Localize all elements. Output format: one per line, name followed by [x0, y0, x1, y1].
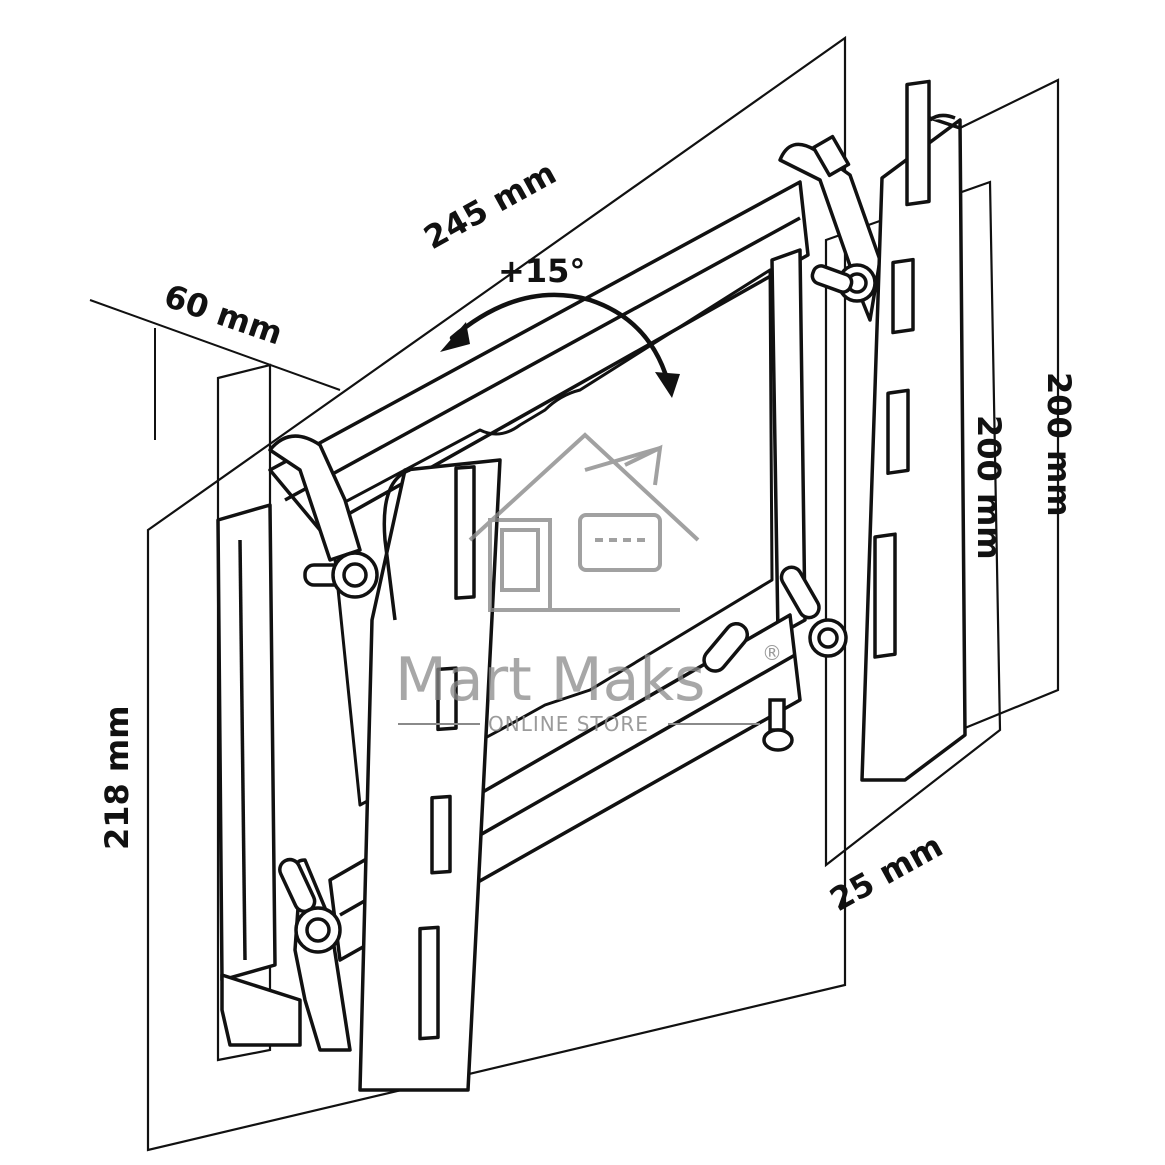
right-lower-arm — [762, 565, 848, 752]
dimension-label-60mm: 60 mm — [159, 277, 287, 353]
wall-plane — [146, 35, 847, 1152]
depth-plane — [216, 363, 272, 1062]
bottom-rail-slot — [702, 621, 750, 673]
depth-dimension-lines — [89, 299, 341, 440]
plate-inner-outline — [328, 268, 774, 807]
left-lower-knob — [278, 857, 342, 954]
left-vesa-arm — [220, 434, 502, 1092]
plate-left-side — [216, 503, 277, 982]
tilt-arrow — [449, 292, 671, 385]
right-upper-arm — [778, 134, 882, 322]
dimension-label-200mm-outer: 200 mm — [1040, 372, 1078, 517]
watermark-registered: ® — [762, 641, 783, 665]
top-rail — [268, 180, 810, 532]
dimension-label-218mm: 218 mm — [98, 705, 136, 850]
tilt-arrow-head-left — [440, 322, 470, 352]
left-upper-knob — [303, 551, 379, 599]
watermark: Mart Maks ® ONLINE STORE — [395, 432, 783, 736]
watermark-tagline: ONLINE STORE — [488, 712, 649, 736]
tilt-arrow-head-right — [655, 372, 680, 398]
right-vesa-slots — [873, 79, 931, 659]
left-vesa-slots — [418, 465, 476, 1041]
dimension-label-245mm: 245 mm — [417, 154, 562, 257]
watermark-brand: Mart Maks — [395, 645, 705, 715]
dimension-label-200mm-inner: 200 mm — [970, 415, 1008, 560]
dimension-label-tilt: +15° — [498, 252, 585, 290]
plate-right-side — [770, 248, 807, 637]
dimension-label-25mm: 25 mm — [823, 826, 948, 919]
watermark-house-icon — [468, 432, 700, 612]
right-vesa-arm — [860, 79, 967, 782]
